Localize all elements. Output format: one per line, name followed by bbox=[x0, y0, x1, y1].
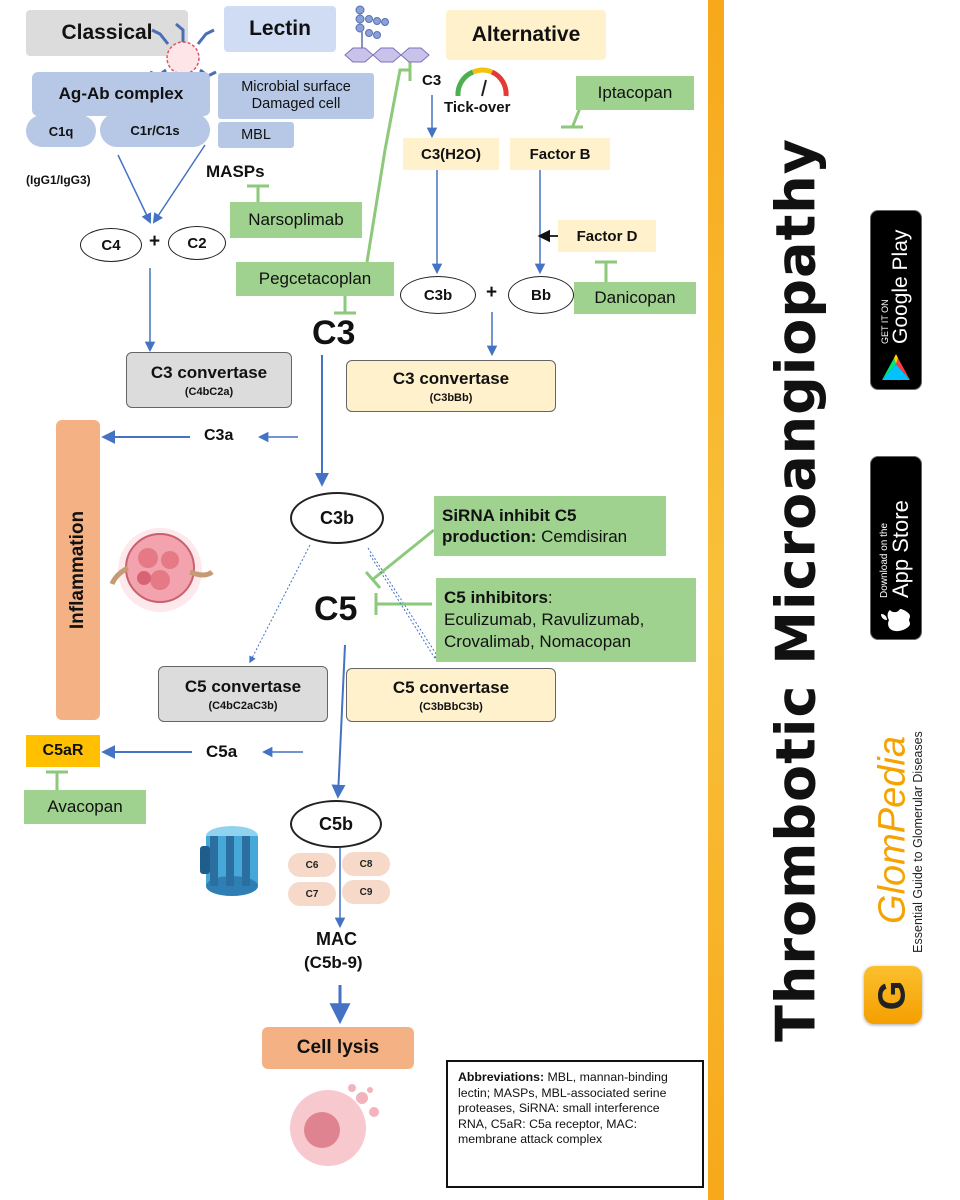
sirna-title: SiRNA inhibit C5 bbox=[442, 506, 577, 525]
c5-inhibitors-text: C5 inhibitors: Eculizumab, Ravulizumab, … bbox=[444, 587, 644, 653]
arrow-c3b-to-c5conv-classical bbox=[249, 544, 311, 664]
c2-node: C2 bbox=[168, 226, 226, 260]
narsoplimab-drug: Narsoplimab bbox=[230, 202, 362, 238]
pegcetacoplan-drug: Pegcetacoplan bbox=[236, 262, 394, 296]
google-play-big: Google Play bbox=[889, 229, 912, 344]
c5ar-box: C5aR bbox=[26, 735, 100, 767]
c3-convertase-classical: C3 convertase (C4bC2a) bbox=[126, 352, 292, 408]
lectin-pathway-header: Lectin bbox=[224, 6, 336, 52]
sirna-text: SiRNA inhibit C5 production: Cemdisiran bbox=[442, 505, 627, 547]
c1r-c1s-pill: C1r/C1s bbox=[100, 113, 210, 147]
microbial-surface-box: Microbial surface Damaged cell bbox=[218, 73, 374, 119]
c5-convertase-alternative-title: C5 convertase bbox=[392, 677, 510, 697]
abbreviations-box: Abbreviations: MBL, mannan-binding lecti… bbox=[446, 1060, 704, 1188]
c5-convertase-classical-title: C5 convertase bbox=[184, 676, 302, 696]
mac-sub-label: (C5b-9) bbox=[304, 953, 363, 972]
sirna-production: production: bbox=[442, 527, 537, 546]
igg-label: (IgG1/IgG3) bbox=[26, 173, 91, 187]
c5-inhibitors-box: C5 inhibitors: Eculizumab, Ravulizumab, … bbox=[436, 578, 696, 662]
c3-convertase-alternative-sub: (C3bBb) bbox=[429, 391, 473, 404]
bb-node: Bb bbox=[508, 276, 574, 314]
iptacopan-drug: Iptacopan bbox=[576, 76, 694, 110]
mbl-box: MBL bbox=[218, 122, 294, 148]
google-play-badge-inner: GET IT ON Google Play bbox=[871, 214, 921, 386]
alt-c3-label: C3 bbox=[422, 72, 442, 89]
app-store-big: App Store bbox=[888, 500, 913, 598]
glompedia-logo-letter: G bbox=[871, 980, 914, 1010]
c5-convertase-classical: C5 convertase (C4bC2aC3b) bbox=[158, 666, 328, 722]
c5-inhibitors-line1: Eculizumab, Ravulizumab, bbox=[444, 610, 645, 629]
sirna-inhibitor-box: SiRNA inhibit C5 production: Cemdisiran bbox=[434, 496, 666, 556]
avacopan-drug: Avacopan bbox=[24, 790, 146, 824]
arrow-c5-to-c5b bbox=[331, 644, 346, 799]
sidebar-divider bbox=[708, 0, 724, 1200]
app-store-badge[interactable]: Download on the App Store bbox=[870, 456, 922, 640]
masps-label: MASPs bbox=[206, 162, 265, 181]
c5-inhibitors-colon: : bbox=[547, 588, 553, 607]
c5-convertase-classical-sub: (C4bC2aC3b) bbox=[208, 699, 278, 712]
alternative-pathway-header: Alternative bbox=[446, 10, 606, 60]
tick-over-label: Tick-over bbox=[444, 99, 511, 116]
app-store-badge-inner: Download on the App Store bbox=[871, 460, 921, 636]
c5a-label: C5a bbox=[206, 742, 238, 761]
glompedia-logo: G bbox=[864, 966, 922, 1024]
apple-icon bbox=[881, 609, 910, 632]
c3-convertase-classical-sub: (C4bC2a) bbox=[184, 385, 234, 398]
c5-convertase-alternative: C5 convertase (C3bBbC3b) bbox=[346, 668, 556, 722]
glompedia-tagline: Essential Guide to Glomerular Diseases bbox=[911, 731, 925, 953]
plus-c4-c2: + bbox=[149, 231, 161, 252]
c3-convertase-classical-title: C3 convertase bbox=[150, 362, 268, 382]
c5-convertase-alternative-sub: (C3bBbC3b) bbox=[419, 700, 483, 713]
arrow-classical-to-c4 bbox=[117, 154, 152, 224]
c3b-node: C3b bbox=[290, 492, 384, 544]
factor-d-box: Factor D bbox=[558, 220, 656, 252]
c8-pill: C8 bbox=[342, 852, 390, 876]
abbreviations-label: Abbreviations: bbox=[458, 1070, 545, 1084]
google-play-icon bbox=[882, 354, 910, 380]
classical-pathway-header: Classical bbox=[26, 10, 188, 56]
c1q-pill: C1q bbox=[26, 115, 96, 147]
c5-inhibitors-title: C5 inhibitors bbox=[444, 588, 548, 607]
inhibition-lines bbox=[46, 59, 617, 790]
c4-node: C4 bbox=[80, 228, 142, 262]
plus-c3b-bb: + bbox=[486, 282, 498, 303]
c5-inhibitors-line2: Crovalimab, Nomacopan bbox=[444, 632, 632, 651]
google-play-badge[interactable]: GET IT ON Google Play bbox=[870, 210, 922, 390]
c6-pill: C6 bbox=[288, 853, 336, 877]
glompedia-brand: GlomPedia bbox=[871, 736, 914, 924]
abbreviations-text: MBL, mannan-binding lectin; MASPs, MBL-a… bbox=[458, 1070, 668, 1146]
c3-hub-label: C3 bbox=[312, 314, 356, 352]
c3a-label: C3a bbox=[204, 427, 234, 444]
c9-pill: C9 bbox=[342, 880, 390, 904]
factor-b-box: Factor B bbox=[510, 138, 610, 170]
cell-lysis-box: Cell lysis bbox=[262, 1027, 414, 1069]
inflammation-bar: Inflammation bbox=[56, 420, 100, 720]
c3h2o-box: C3(H2O) bbox=[403, 138, 499, 170]
alt-c3b-node: C3b bbox=[400, 276, 476, 314]
c3-convertase-alternative-title: C3 convertase bbox=[392, 368, 510, 388]
c5-hub-label: C5 bbox=[314, 590, 358, 628]
danicopan-drug: Danicopan bbox=[574, 282, 696, 314]
cemdisiran-drug: Cemdisiran bbox=[541, 527, 628, 546]
c5b-node: C5b bbox=[290, 800, 382, 848]
arrow-lectin-to-c4 bbox=[152, 144, 206, 224]
ag-ab-complex-box: Ag-Ab complex bbox=[32, 72, 210, 116]
c3-convertase-alternative: C3 convertase (C3bBb) bbox=[346, 360, 556, 412]
c7-pill: C7 bbox=[288, 882, 336, 906]
sidebar-title: Thrombotic Microangiopathy bbox=[764, 138, 828, 1042]
mac-label: MAC bbox=[316, 929, 357, 949]
